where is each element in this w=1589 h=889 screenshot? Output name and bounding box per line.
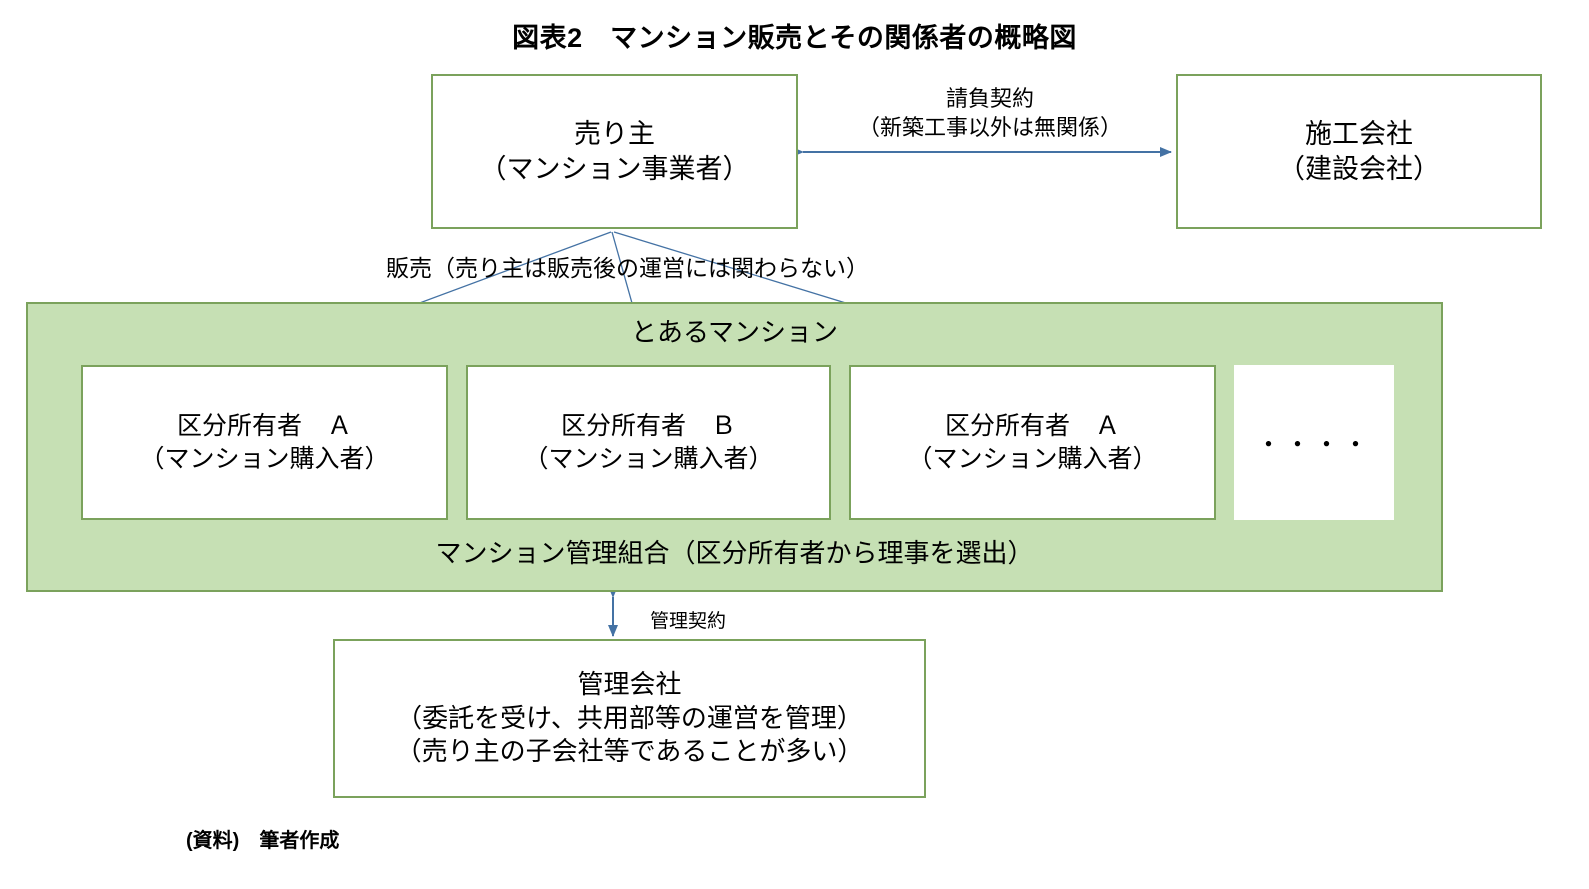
page-title: 図表2 マンション販売とその関係者の概略図 bbox=[512, 23, 1077, 53]
node-builder-line1: 施工会社 bbox=[1305, 118, 1413, 149]
mansion-association-label: マンション管理組合（区分所有者から理事を選出） bbox=[435, 538, 1034, 568]
node-owner-b-line2: （マンション購入者） bbox=[523, 444, 774, 473]
node-owner-a[interactable]: 区分所有者 Ａ （マンション購入者） bbox=[81, 365, 448, 520]
node-management-company-line3: （売り主の子会社等であることが多い） bbox=[395, 736, 864, 767]
node-management-company-line1: 管理会社 bbox=[577, 668, 682, 699]
node-seller[interactable]: 売り主 （マンション事業者） bbox=[431, 74, 798, 229]
node-management-company-line2: （委託を受け、共用部等の運営を管理） bbox=[396, 702, 863, 733]
node-builder-line2: （建設会社） bbox=[1278, 153, 1440, 184]
edge-label-contract: 請負契約 （新築工事以外は無関係） bbox=[800, 84, 1180, 142]
node-builder[interactable]: 施工会社 （建設会社） bbox=[1176, 74, 1542, 229]
node-owner-a-line1: 区分所有者 Ａ bbox=[176, 412, 352, 440]
node-owner-c[interactable]: 区分所有者 Ａ （マンション購入者） bbox=[849, 365, 1216, 520]
mansion-panel-title: とあるマンション bbox=[631, 317, 838, 347]
node-owner-b-line1: 区分所有者 Ｂ bbox=[560, 412, 736, 440]
node-management-company[interactable]: 管理会社 （委託を受け、共用部等の運営を管理） （売り主の子会社等であることが多… bbox=[333, 639, 926, 798]
edge-label-management-contract: 管理契約 bbox=[650, 611, 727, 632]
node-owner-ellipsis: ・・・・ bbox=[1234, 365, 1394, 520]
node-seller-line1: 売り主 bbox=[574, 118, 655, 149]
edge-label-contract-line1: 請負契約 bbox=[945, 86, 1034, 111]
edge-label-contract-line2: （新築工事以外は無関係） bbox=[857, 115, 1122, 141]
node-owner-c-line1: 区分所有者 Ａ bbox=[944, 412, 1120, 440]
node-owner-a-line2: （マンション購入者） bbox=[139, 444, 390, 473]
node-owner-c-line2: （マンション購入者） bbox=[907, 444, 1158, 473]
edge-label-sales: 販売（売り主は販売後の運営には関わらない） bbox=[386, 255, 869, 281]
node-seller-line2: （マンション事業者） bbox=[479, 153, 750, 184]
node-owner-b[interactable]: 区分所有者 Ｂ （マンション購入者） bbox=[466, 365, 831, 520]
source-note: (資料) 筆者作成 bbox=[186, 830, 340, 852]
